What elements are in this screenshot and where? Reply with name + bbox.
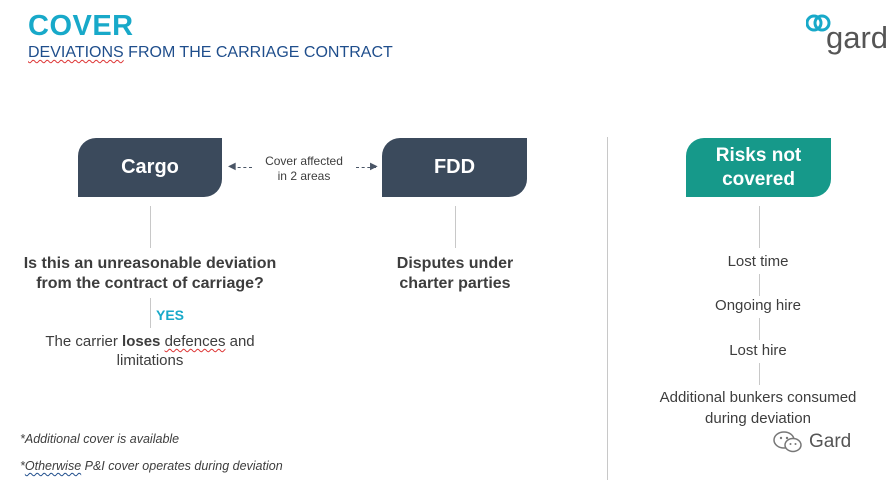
gard-logo-icon: gard [805,14,888,55]
risks-line-1 [759,206,760,248]
arrow-left-icon: ◀ [228,161,236,172]
cargo-box: Cargo [78,138,222,197]
wechat-icon [773,431,802,453]
dashed-connector-left [232,167,252,168]
yes-connector-line [150,298,151,328]
risk-bunkers-line2: during deviation [705,410,811,427]
risk-item-lost-hire: Lost hire [729,342,787,359]
cargo-connector-line [150,206,151,248]
watermark: Gard [773,430,851,454]
fdd-box: FDD [382,138,527,197]
subtitle-rest: FROM THE CARRIAGE CONTRACT [123,44,393,61]
risk-item-lost-time: Lost time [727,253,789,270]
cargo-outcome: The carrier loses defences and limitatio… [20,332,280,370]
watermark-text: Gard [809,431,852,452]
risk-item-ongoing-hire: Ongoing hire [715,297,801,314]
note-otherwise: *Otherwise P&I cover operates during dev… [20,459,283,473]
dashed-connector-right [356,167,376,168]
gard-logo: gard [805,14,892,58]
fdd-line2: charter parties [399,275,511,292]
risk-item-additional-bunkers: Additional bunkers consumed during devia… [648,387,868,429]
cover-affected-line2: in 2 areas [277,169,331,183]
note-additional-cover: *Additional cover is available [20,432,180,446]
section-divider [607,137,608,480]
note2-rest: P&I cover operates during deviation [81,459,283,473]
risks-line-2 [759,274,760,296]
cargo-outcome-line2: limitations [116,352,184,369]
arrow-right-icon: ▶ [370,161,378,172]
logo-text: gard [826,20,888,55]
outcome-defences: defences [164,333,226,350]
page-subtitle: DEVIATIONS FROM THE CARRIAGE CONTRACT [28,44,393,62]
outcome-part1: The carrier [45,333,123,350]
risks-line-4 [759,363,760,385]
risk-bunkers-line1: Additional bunkers consumed [659,389,857,406]
outcome-part3: and [225,333,255,350]
cargo-outcome-line1: The carrier loses defences and [20,332,280,351]
cover-affected-label: Cover affected in 2 areas [255,154,353,184]
cargo-question-line2: from the contract of carriage? [36,275,264,292]
fdd-disputes: Disputes under charter parties [380,254,530,294]
fdd-line1: Disputes under [396,255,514,272]
yes-label: YES [155,307,184,323]
outcome-bold: loses [122,333,161,350]
page-title: COVER [28,10,134,42]
risks-not-covered-box: Risks not covered [686,138,831,197]
subtitle-deviations: DEVIATIONS [28,44,124,61]
cargo-question-line1: Is this an unreasonable deviation [23,255,277,272]
risks-line-3 [759,318,760,340]
fdd-connector-line [455,206,456,248]
note2-otherwise: Otherwise [24,459,82,473]
note2-star: * [20,459,25,473]
cover-affected-line1: Cover affected [265,154,343,168]
cargo-question: Is this an unreasonable deviation from t… [10,254,290,294]
